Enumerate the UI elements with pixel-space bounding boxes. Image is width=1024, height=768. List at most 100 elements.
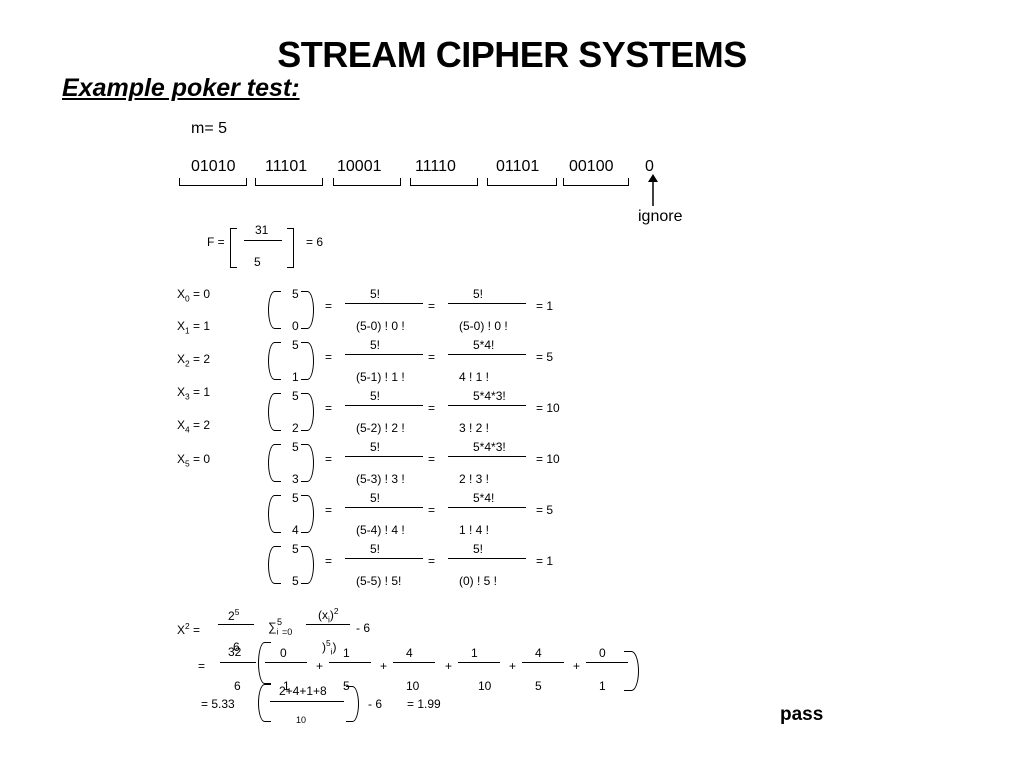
binom-bottom: 0 [292, 319, 299, 333]
paren-right [301, 444, 314, 482]
paren-right [301, 495, 314, 533]
x-value: X5 = 0 [177, 452, 211, 469]
sum-symbol: ∑i [268, 620, 279, 637]
fraction-bar [329, 662, 371, 663]
equals-sign: = [325, 401, 333, 415]
x-value: X3 = 1 [177, 385, 211, 402]
chi-square-label: X2 = [177, 621, 201, 637]
fraction-bar [265, 662, 307, 663]
fraction-denominator: 4 ǃ 1 ǃ [459, 370, 490, 384]
fraction-numerator: 5ǃ [370, 440, 381, 454]
term-denominator: 5 [535, 679, 542, 693]
fraction-denominator: (0) ǃ 5 ǃ [459, 574, 498, 588]
paren-right [346, 686, 359, 722]
floor-bracket-right [287, 228, 294, 268]
equals-sign: = [325, 452, 333, 466]
fraction-bar [345, 456, 423, 457]
binom-result: = 1 [536, 554, 554, 568]
fraction-numerator: 5ǃ [473, 542, 484, 556]
binom-top: 5 [292, 338, 299, 352]
f-label: F = [207, 235, 225, 249]
coef-denominator: 6 [233, 640, 240, 654]
term-denominator: 10 [406, 679, 420, 693]
coef-denominator: 6 [234, 679, 241, 693]
fraction-denominator: (5-5) ǃ 5ǃ [356, 574, 402, 588]
fraction-denominator: 2 ǃ 3 ǃ [459, 472, 490, 486]
fraction-numerator: 5ǃ [370, 338, 381, 352]
fraction-numerator: 5*4ǃ [473, 491, 495, 505]
fraction-bar [448, 456, 526, 457]
plus-sign: + [445, 659, 453, 673]
equals-sign: = [325, 350, 333, 364]
minus-six: - 6 [368, 697, 383, 711]
fraction-bar [345, 354, 423, 355]
bit-block: 01101 [496, 158, 540, 175]
page-title: STREAM CIPHER SYSTEMS [277, 34, 747, 75]
bit-block: 10001 [337, 158, 382, 175]
equals-sign: = [428, 299, 436, 313]
binom-top: 5 [292, 491, 299, 505]
paren-left [258, 642, 271, 684]
m-label: m= 5 [191, 120, 228, 137]
fraction-bar [448, 507, 526, 508]
frac-numerator: (xi)2 [318, 606, 339, 625]
fraction-numerator: 5*4*3ǃ [473, 440, 506, 454]
fraction-bar [448, 558, 526, 559]
fraction-numerator: 5ǃ [473, 287, 484, 301]
fraction-bar [244, 240, 282, 241]
plus-sign: + [509, 659, 517, 673]
f-denominator: 5 [254, 255, 261, 269]
final-denominator: 10 [296, 715, 307, 725]
coef-numerator: 25 [228, 607, 240, 623]
x-value: X0 = 0 [177, 287, 211, 304]
paren-right [624, 651, 639, 691]
binom-bottom: 4 [292, 523, 299, 537]
bit-block: 11101 [265, 158, 308, 175]
term-numerator: 0 [599, 646, 606, 660]
binom-bottom: 3 [292, 472, 299, 486]
term-denominator: 10 [478, 679, 492, 693]
fraction-denominator: (5-1) ǃ 1 ǃ [356, 370, 405, 384]
equals-sign: = [198, 659, 206, 673]
fraction-bar [586, 662, 628, 663]
fraction-bar [345, 507, 423, 508]
intermediate-value: = 5.33 [201, 697, 235, 711]
binom-result: = 1 [536, 299, 554, 313]
term-numerator: 1 [343, 646, 350, 660]
paren-left [268, 393, 281, 431]
fraction-bar [448, 354, 526, 355]
floor-bracket-left [230, 228, 237, 268]
equals-sign: = [325, 503, 333, 517]
paren-right [301, 546, 314, 584]
fraction-numerator: 5ǃ [370, 491, 381, 505]
plus-sign: + [573, 659, 581, 673]
paren-left [268, 342, 281, 380]
fraction-bar [345, 558, 423, 559]
paren-right [301, 342, 314, 380]
fraction-bar [270, 701, 344, 702]
up-arrow-icon [648, 174, 658, 206]
block-underbrace [410, 178, 478, 186]
slide-subtitle: Example poker test: [62, 74, 300, 102]
fraction-numerator: 5ǃ [370, 287, 381, 301]
final-numerator: 2+4+1+8 [279, 684, 327, 698]
x-value: X4 = 2 [177, 418, 211, 435]
binom-top: 5 [292, 440, 299, 454]
term-numerator: 4 [535, 646, 542, 660]
term-denominator: 1 [599, 679, 606, 693]
equals-sign: = [428, 452, 436, 466]
verdict-pass: pass [780, 704, 824, 725]
f-result: = 6 [306, 235, 324, 249]
fraction-bar [393, 662, 435, 663]
binom-result: = 5 [536, 503, 554, 517]
sum-lower: =0 [282, 627, 293, 637]
minus-six: - 6 [356, 621, 371, 635]
plus-sign: + [380, 659, 388, 673]
fraction-denominator: (5-3) ǃ 3 ǃ [356, 472, 405, 486]
fraction-bar [345, 405, 423, 406]
fraction-bar [448, 303, 526, 304]
bit-block: 11110 [415, 158, 456, 175]
chi-square-result: = 1.99 [407, 697, 441, 711]
paren-left [268, 444, 281, 482]
term-numerator: 1 [471, 646, 478, 660]
